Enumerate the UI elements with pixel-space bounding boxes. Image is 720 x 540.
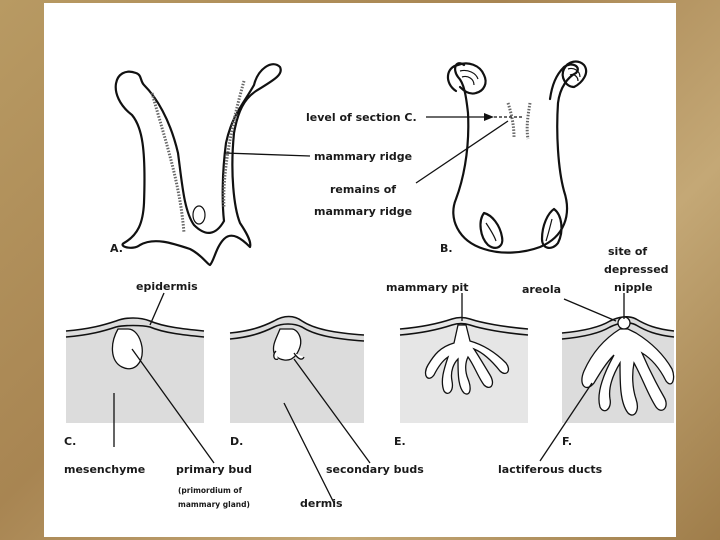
primordium-label-line1: (primordium of xyxy=(178,486,243,495)
section-e xyxy=(399,316,529,423)
dermis-label: dermis xyxy=(300,497,343,510)
section-f xyxy=(561,316,675,423)
section-c xyxy=(65,317,205,423)
site-label-line3: nipple xyxy=(614,281,653,294)
epidermis-label: epidermis xyxy=(136,280,198,293)
mammary-development-diagram: level of section C. mammary ridge remain… xyxy=(64,60,675,510)
epidermis-leader xyxy=(149,292,165,326)
figure-f-label: F. xyxy=(562,435,572,448)
figure-b-embryo xyxy=(446,60,588,254)
level-of-section-label: level of section C. xyxy=(306,111,417,124)
figure-c-label: C. xyxy=(64,435,76,448)
figure-b-label: B. xyxy=(440,242,453,255)
remains-leader xyxy=(415,120,509,184)
mesenchyme-label: mesenchyme xyxy=(64,463,145,476)
remains-label-line1: remains of xyxy=(330,183,396,196)
areola-leader xyxy=(563,298,617,322)
figure-e-label: E. xyxy=(394,435,406,448)
figure-a-embryo xyxy=(114,63,282,267)
diagram-panel: level of section C. mammary ridge remain… xyxy=(44,3,676,537)
dermis-leader xyxy=(283,402,335,504)
mammary-ridge-label: mammary ridge xyxy=(314,150,412,163)
secondary-buds-label: secondary buds xyxy=(326,463,424,476)
primary-bud-leader xyxy=(131,348,215,464)
areola-label: areola xyxy=(522,283,561,296)
primary-bud-label: primary bud xyxy=(176,463,252,476)
mammary-pit-label: mammary pit xyxy=(386,281,469,294)
primordium-label-line2: mammary gland) xyxy=(178,500,250,509)
level-of-section-marker xyxy=(426,113,522,121)
lactiferous-ducts-label: lactiferous ducts xyxy=(498,463,603,476)
remains-label-line2: mammary ridge xyxy=(314,205,412,218)
figure-a-label: A. xyxy=(110,242,123,255)
section-d xyxy=(229,315,365,423)
secondary-buds-leader xyxy=(293,358,371,464)
lactiferous-ducts-leader xyxy=(539,382,593,462)
figure-d-label: D. xyxy=(230,435,243,448)
mammary-ridge-leader xyxy=(223,152,311,157)
site-label-line2: depressed xyxy=(604,263,669,276)
site-label-line1: site of xyxy=(608,245,647,258)
